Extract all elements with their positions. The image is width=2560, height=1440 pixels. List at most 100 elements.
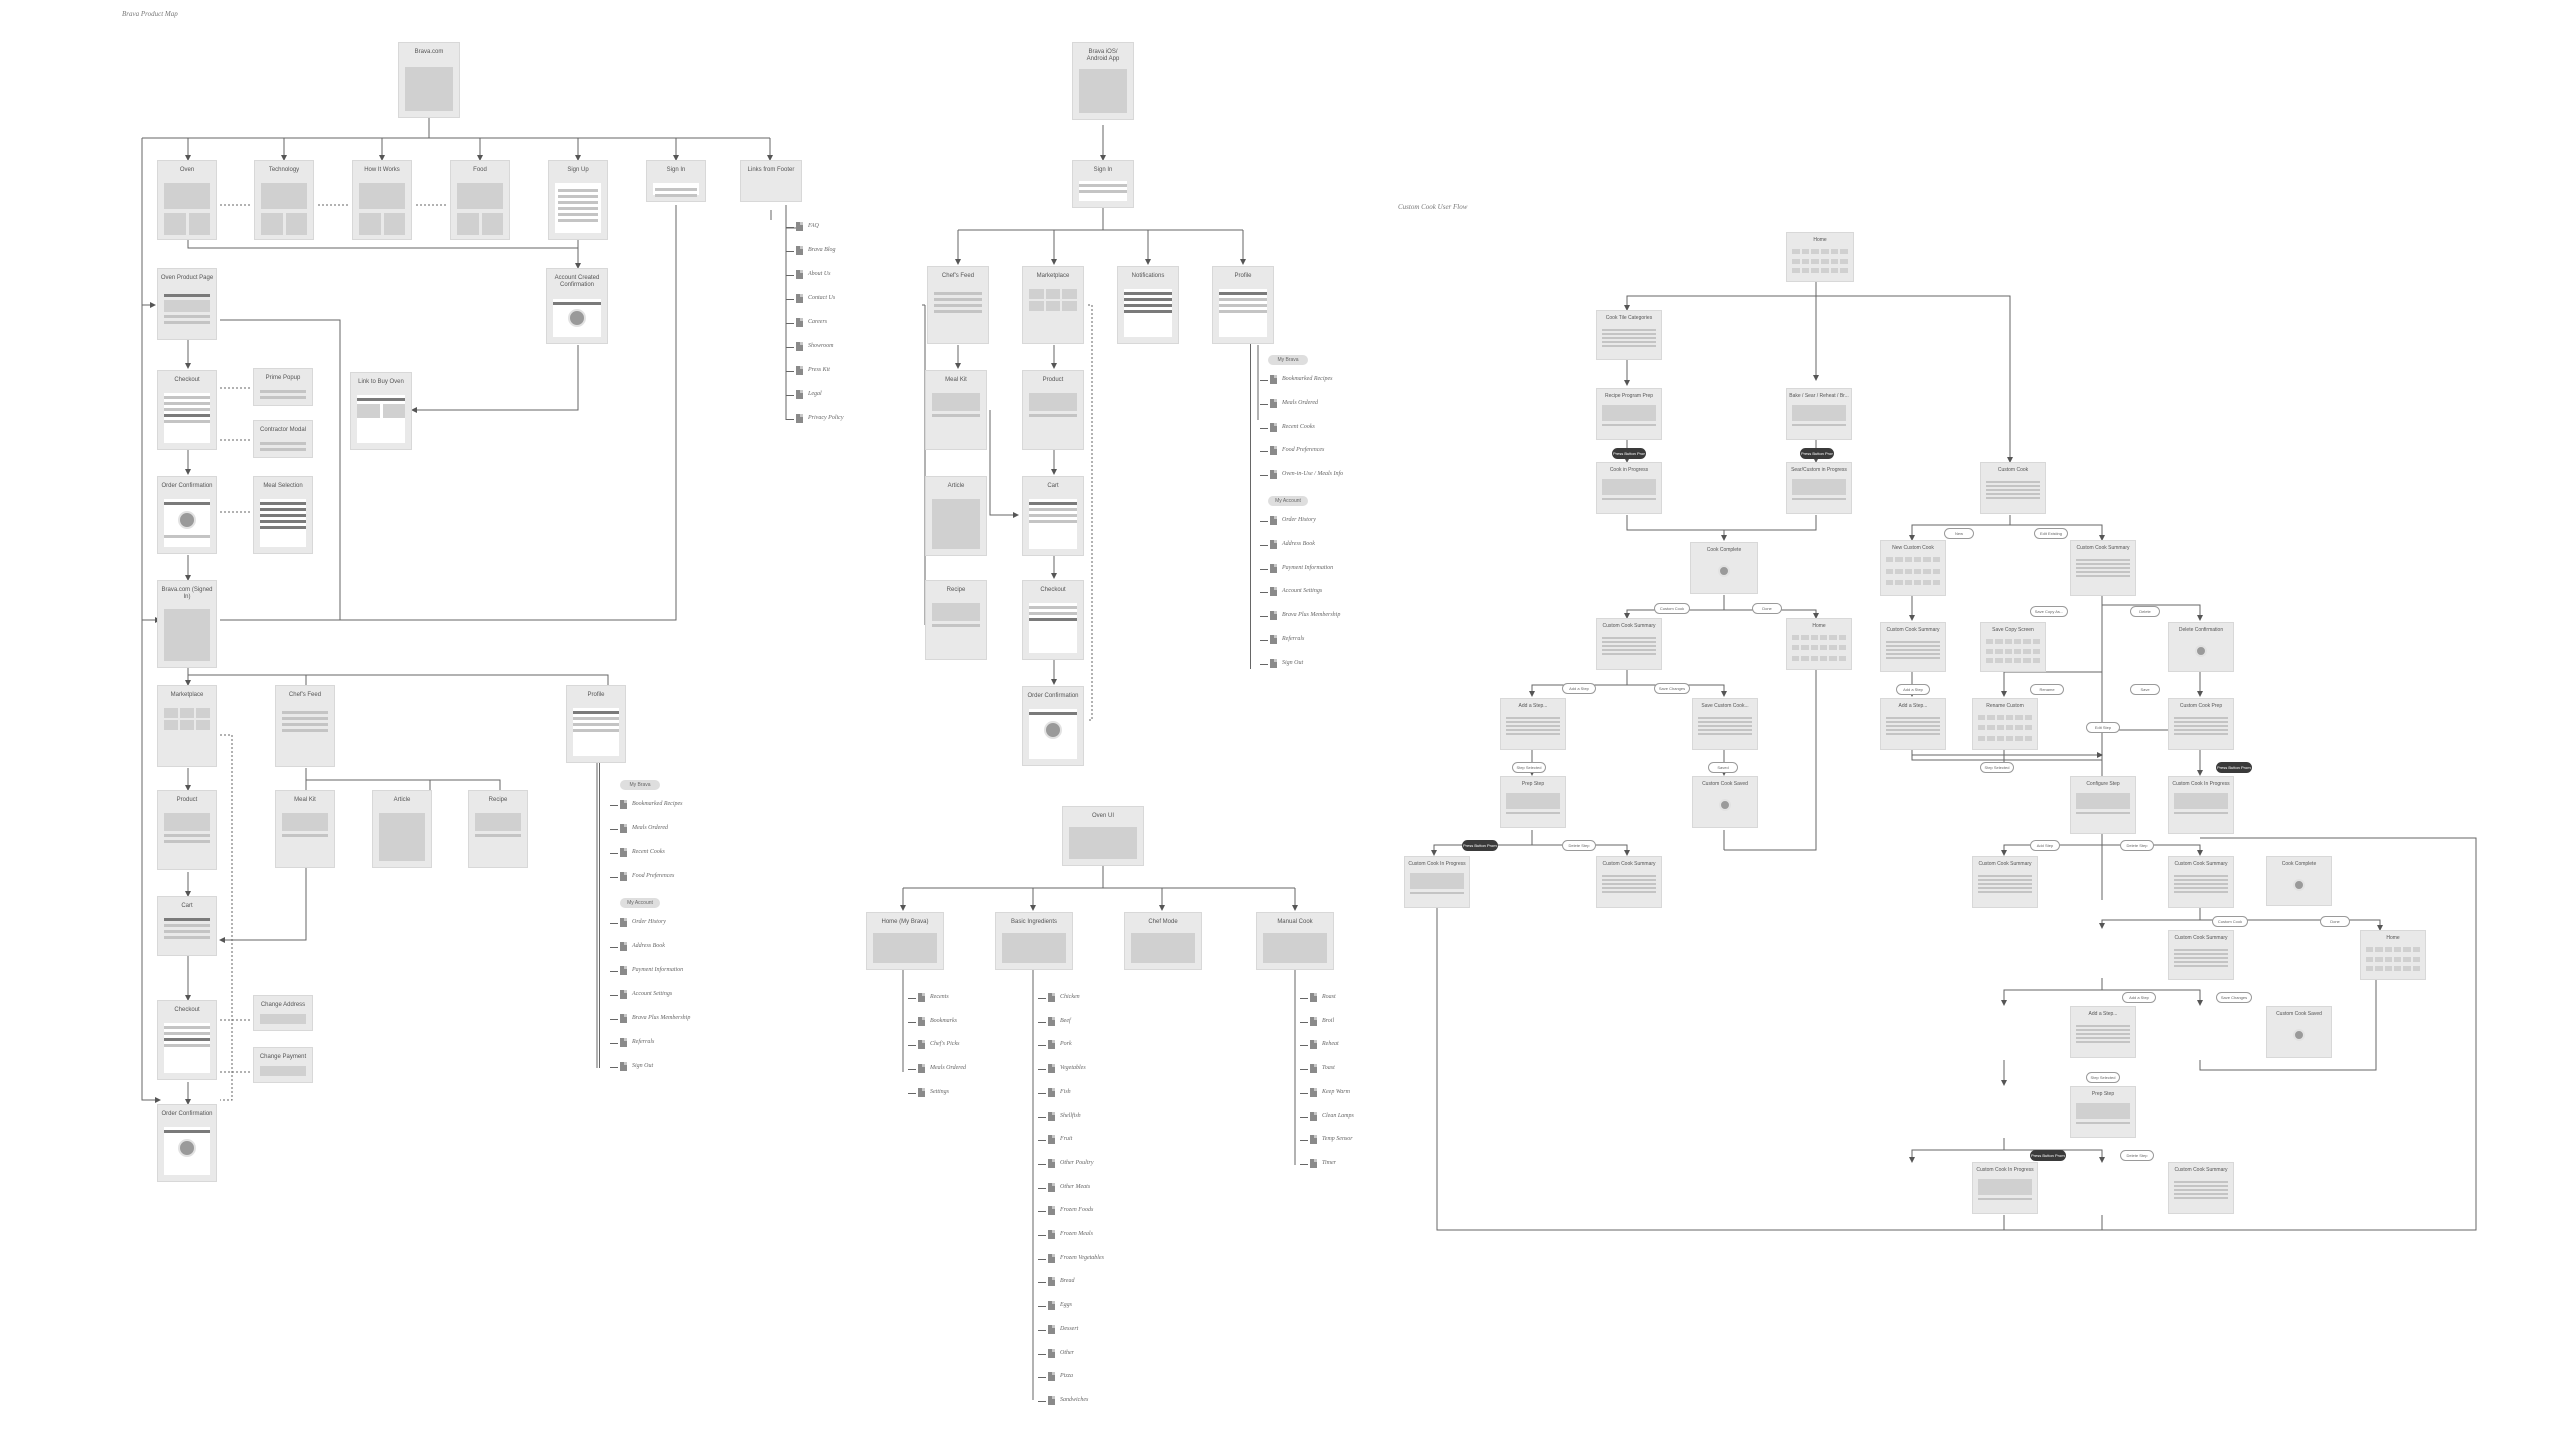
app-product[interactable]: Product <box>1022 370 1084 450</box>
cook-screen-saveccs[interactable]: Save Custom Cook... <box>1692 698 1758 750</box>
web-nav-sign-in[interactable]: Sign In <box>646 160 706 202</box>
cook-screen-ccsaved1[interactable]: Custom Cook Saved <box>1692 776 1758 828</box>
web-prime-popup[interactable]: Prime Popup <box>253 368 313 406</box>
transition-pill[interactable]: Save Changes <box>1654 683 1690 694</box>
transition-pill[interactable]: Press Button Prompt <box>1612 448 1646 459</box>
cook-screen-ccsaved2[interactable]: Custom Cook Saved <box>2266 1006 2332 1058</box>
web-marketplace[interactable]: Marketplace <box>157 685 217 767</box>
cook-screen-ccs7[interactable]: Custom Cook Summary <box>2168 1162 2234 1214</box>
cook-screen-prep2[interactable]: Prep Step <box>2070 1086 2136 1138</box>
transition-pill[interactable]: Edit Step <box>2086 722 2120 733</box>
transition-pill[interactable]: Press Button Prompt <box>2030 1150 2066 1161</box>
web-profile[interactable]: Profile <box>566 685 626 763</box>
transition-pill[interactable]: New <box>1944 528 1974 539</box>
transition-pill[interactable]: Step Selected <box>2086 1072 2120 1083</box>
web-nav-technology[interactable]: Technology <box>254 160 314 240</box>
web-contractor-modal[interactable]: Contractor Modal <box>253 420 313 458</box>
web-checkout-2[interactable]: Checkout <box>157 1000 217 1080</box>
cook-screen-rename[interactable]: Rename Custom <box>1972 698 2038 750</box>
cook-screen-cat[interactable]: Cook Tile Categories <box>1596 310 1662 360</box>
cook-screen-custom[interactable]: Custom Cook <box>1980 462 2046 514</box>
web-nav-sign-up[interactable]: Sign Up <box>548 160 608 240</box>
web-chefs-feed[interactable]: Chef's Feed <box>275 685 335 767</box>
cook-screen-cc2[interactable]: Cook Complete <box>2266 856 2332 906</box>
transition-pill[interactable]: Add Step <box>2030 840 2060 851</box>
transition-pill[interactable]: Delete <box>2130 606 2160 617</box>
oven-root-card[interactable]: Oven UI <box>1062 806 1144 866</box>
cook-screen-config[interactable]: Configure Step <box>2070 776 2136 834</box>
oven-section-manual-cook[interactable]: Manual Cook <box>1256 912 1334 970</box>
app-profile[interactable]: Profile <box>1212 266 1274 344</box>
cook-screen-ccprep[interactable]: Custom Cook Prep <box>2168 698 2234 750</box>
cook-screen-ccip3[interactable]: Custom Cook In Progress <box>1972 1162 2038 1214</box>
web-oven-product-page[interactable]: Oven Product Page <box>157 268 217 340</box>
transition-pill[interactable]: Step Selected <box>1512 762 1546 773</box>
cook-screen-ccs3[interactable]: Custom Cook Summary <box>1880 622 1946 672</box>
transition-pill[interactable]: Rename <box>2030 684 2064 695</box>
app-meal-kit[interactable]: Meal Kit <box>925 370 987 450</box>
web-cart[interactable]: Cart <box>157 896 217 956</box>
web-product[interactable]: Product <box>157 790 217 870</box>
cook-screen-ccs4[interactable]: Custom Cook Summary <box>1972 856 2038 908</box>
transition-pill[interactable]: Save Copy As... <box>2030 606 2068 617</box>
web-change-address[interactable]: Change Address <box>253 995 313 1031</box>
transition-pill[interactable]: Step Selected <box>1980 762 2014 773</box>
transition-pill[interactable]: Add a Step <box>2122 992 2156 1003</box>
cook-screen-ccip1[interactable]: Custom Cook In Progress <box>1404 856 1470 908</box>
app-chefs-feed[interactable]: Chef's Feed <box>927 266 989 344</box>
web-recipe[interactable]: Recipe <box>468 790 528 868</box>
web-meal-kit[interactable]: Meal Kit <box>275 790 335 868</box>
cook-screen-cc1[interactable]: Cook Complete <box>1690 542 1758 594</box>
transition-pill[interactable]: Done <box>2320 916 2350 927</box>
app-checkout[interactable]: Checkout <box>1022 580 1084 660</box>
cook-screen-add1[interactable]: Add a Step... <box>1500 698 1566 750</box>
cook-screen-rpp[interactable]: Recipe Program Prep <box>1596 388 1662 440</box>
transition-pill[interactable]: Press Button Prompt <box>2216 762 2252 773</box>
transition-pill[interactable]: Custom Cook <box>2212 916 2248 927</box>
app-root-card[interactable]: Brava iOS/ Android App <box>1072 42 1134 120</box>
transition-pill[interactable]: Delete Step <box>2120 840 2154 851</box>
app-sign-in[interactable]: Sign In <box>1072 160 1134 208</box>
transition-pill[interactable]: Save <box>2130 684 2160 695</box>
app-notifications[interactable]: Notifications <box>1117 266 1179 344</box>
app-article[interactable]: Article <box>925 476 987 556</box>
web-order-confirmation[interactable]: Order Confirmation <box>157 476 217 554</box>
web-signed-in[interactable]: Brava.com (Signed In) <box>157 580 217 668</box>
oven-section-basic-ingredients[interactable]: Basic Ingredients <box>995 912 1073 970</box>
app-marketplace[interactable]: Marketplace <box>1022 266 1084 344</box>
web-root-card[interactable]: Brava.com <box>398 42 460 118</box>
transition-pill[interactable]: Add a Step <box>1562 683 1596 694</box>
cook-screen-cip1[interactable]: Cook in Progress <box>1596 462 1662 514</box>
web-nav-food[interactable]: Food <box>450 160 510 240</box>
cook-screen-ccs5[interactable]: Custom Cook Summary <box>2168 856 2234 908</box>
cook-screen-home[interactable]: Home <box>1786 232 1854 282</box>
cook-screen-ccip2[interactable]: Custom Cook In Progress <box>2168 776 2234 834</box>
oven-section-chef-mode[interactable]: Chef Mode <box>1124 912 1202 970</box>
cook-screen-ccs6[interactable]: Custom Cook Summary <box>2168 930 2234 980</box>
transition-pill[interactable]: Saved <box>1708 762 1738 773</box>
cook-screen-home3[interactable]: Home <box>2360 930 2426 980</box>
cook-screen-ccs2[interactable]: Custom Cook Summary <box>1596 856 1662 908</box>
cook-screen-add2[interactable]: Add a Step... <box>1880 698 1946 750</box>
web-account-created[interactable]: Account Created Confirmation <box>546 268 608 344</box>
web-checkout[interactable]: Checkout <box>157 370 217 450</box>
cook-screen-savecopy[interactable]: Save Copy Screen <box>1980 622 2046 672</box>
app-cart[interactable]: Cart <box>1022 476 1084 556</box>
transition-pill[interactable]: Delete Step <box>1562 840 1596 851</box>
web-change-payment[interactable]: Change Payment <box>253 1047 313 1083</box>
cook-screen-ccs1[interactable]: Custom Cook Summary <box>1596 618 1662 670</box>
web-article[interactable]: Article <box>372 790 432 868</box>
app-order-confirmation[interactable]: Order Confirmation <box>1022 686 1084 766</box>
web-order-confirmation-2[interactable]: Order Confirmation <box>157 1104 217 1182</box>
cook-screen-add3[interactable]: Add a Step... <box>2070 1006 2136 1058</box>
web-meal-selection[interactable]: Meal Selection <box>253 476 313 554</box>
web-nav-oven[interactable]: Oven <box>157 160 217 240</box>
transition-pill[interactable]: Done <box>1752 603 1782 614</box>
transition-pill[interactable]: Save Changes <box>2216 992 2252 1003</box>
transition-pill[interactable]: Delete Step <box>2120 1150 2154 1161</box>
oven-section-home[interactable]: Home (My Brava) <box>866 912 944 970</box>
web-nav-how-it-works[interactable]: How It Works <box>352 160 412 240</box>
cook-screen-ccsum[interactable]: Custom Cook Summary <box>2070 540 2136 596</box>
app-recipe[interactable]: Recipe <box>925 580 987 660</box>
transition-pill[interactable]: Press Button Prompt <box>1800 448 1834 459</box>
